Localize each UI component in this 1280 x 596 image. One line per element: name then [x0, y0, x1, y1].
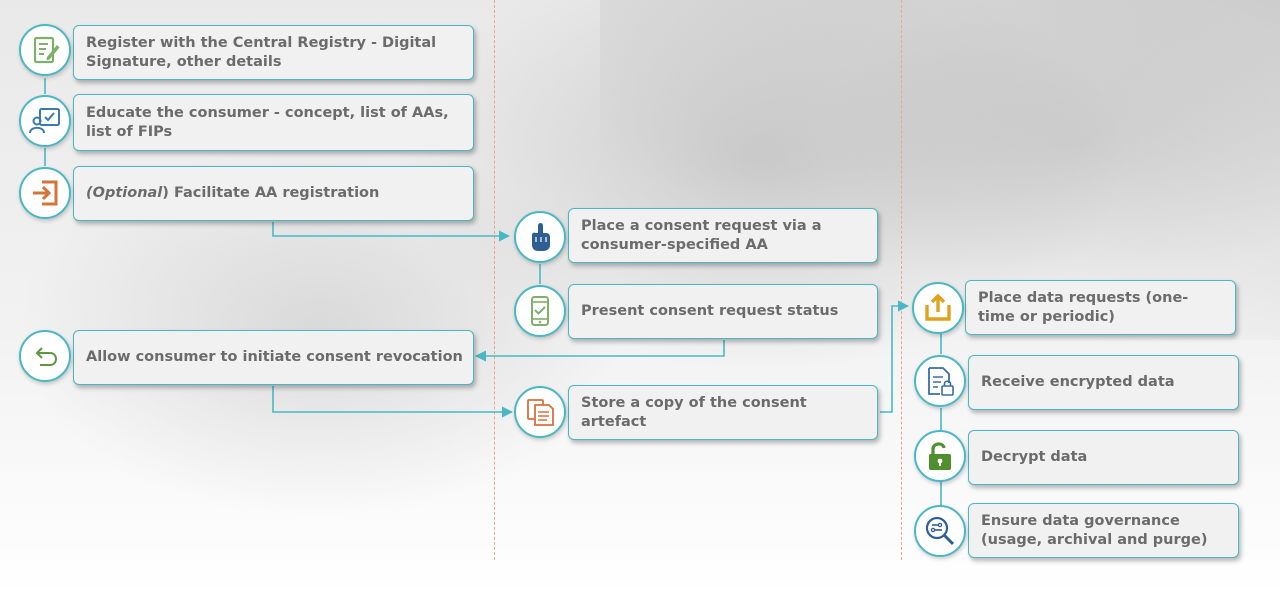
step-decrypt: Decrypt data — [968, 430, 1239, 485]
step-register-text: Register with the Central Registry - Dig… — [86, 34, 437, 70]
step-present-status-text: Present consent request status — [581, 303, 839, 319]
step-present-status: Present consent request status — [568, 284, 878, 339]
mobile-check-icon — [514, 285, 566, 337]
arrow-store-to-data-request — [880, 300, 910, 413]
step-governance: Ensure data governance (usage, archival … — [968, 503, 1239, 558]
arrow-facilitate-to-consent — [272, 222, 511, 242]
step-receive: Receive encrypted data — [968, 355, 1239, 410]
step-register: Register with the Central Registry - Dig… — [73, 25, 474, 80]
step-receive-text: Receive encrypted data — [981, 374, 1175, 390]
document-copy-icon — [514, 386, 566, 438]
step-governance-text: Ensure data governance (usage, archival … — [981, 512, 1208, 548]
step-educate-text: Educate the consumer - concept, list of … — [86, 104, 449, 140]
step-decrypt-text: Decrypt data — [981, 449, 1088, 465]
optional-label: (Optional — [86, 185, 163, 201]
step-revocation-text: Allow consumer to initiate consent revoc… — [86, 349, 463, 365]
column-divider-2 — [901, 0, 902, 560]
step-facilitate: (Optional) Facilitate AA registration — [73, 166, 474, 221]
step-revocation: Allow consumer to initiate consent revoc… — [73, 330, 474, 385]
pointing-hand-icon — [514, 211, 566, 263]
step-store-copy: Store a copy of the consent artefact — [568, 385, 878, 440]
step-educate: Educate the consumer - concept, list of … — [73, 94, 474, 151]
step-store-copy-text: Store a copy of the consent artefact — [581, 394, 807, 430]
arrow-revocation-to-store — [272, 386, 514, 418]
step-place-data-text: Place data requests (one-time or periodi… — [978, 289, 1189, 325]
unlocked-padlock-icon — [914, 430, 966, 482]
document-edit-icon — [19, 24, 71, 76]
step-place-consent-text: Place a consent request via a consumer-s… — [581, 217, 822, 253]
step-place-consent: Place a consent request via a consumer-s… — [568, 208, 878, 263]
sign-in-icon — [19, 167, 71, 219]
data-search-icon — [914, 505, 966, 557]
step-place-data: Place data requests (one-time or periodi… — [965, 280, 1236, 335]
presentation-user-icon — [19, 95, 71, 147]
step-facilitate-text: (Optional) Facilitate AA registration — [86, 184, 379, 203]
column-divider-1 — [494, 0, 495, 560]
arrow-status-to-revocation — [474, 340, 725, 362]
upload-icon — [912, 282, 964, 334]
undo-arrow-icon — [19, 330, 71, 382]
facilitate-label: ) Facilitate AA registration — [162, 185, 380, 201]
encrypted-document-icon — [914, 355, 966, 407]
